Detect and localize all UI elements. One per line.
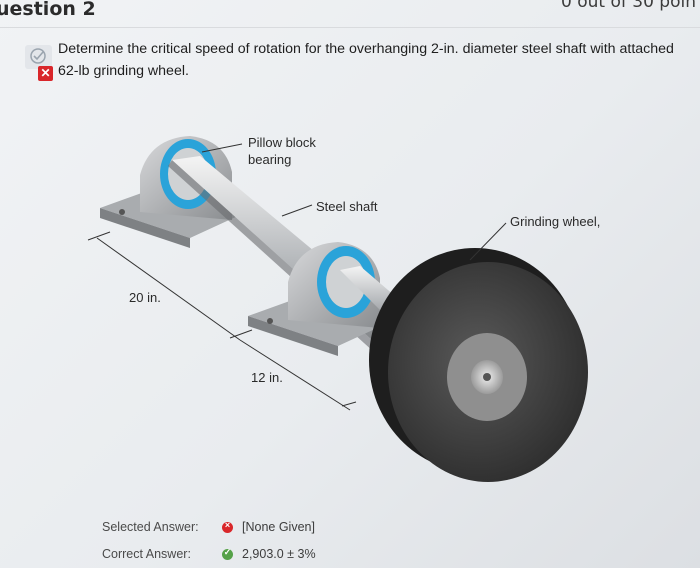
- cross-icon: ✕: [38, 66, 53, 81]
- grinding-wheel-label: Grinding wheel,: [510, 214, 600, 229]
- dimension-12-label: 12 in.: [251, 370, 283, 385]
- cross-circle-icon: ×: [222, 520, 233, 533]
- answer-section: Selected Answer: × [None Given] Correct …: [0, 512, 700, 568]
- grinding-wheel: [369, 248, 588, 482]
- grading-icon: [30, 48, 46, 64]
- correct-answer-value: 2,903.0 ± 3%: [242, 547, 316, 561]
- shaft-figure: Pillow block bearing Steel shaft Grindin…: [87, 135, 600, 482]
- selected-answer-value: [None Given]: [242, 520, 315, 534]
- bearing-label: bearing: [248, 152, 291, 167]
- steel-shaft-label: Steel shaft: [316, 199, 378, 214]
- correct-answer-label: Correct Answer:: [102, 547, 191, 561]
- label-leaders: [201, 143, 507, 261]
- question-text: Determine the critical speed of rotation…: [58, 41, 674, 79]
- pillow-block-label: Pillow block: [248, 135, 316, 150]
- dimension-20-label: 20 in.: [129, 290, 161, 305]
- dimension-lines: [87, 231, 357, 411]
- points-score: 0 out of 30 poin: [561, 0, 696, 12]
- question-header: uestion 2 0 out of 30 poin: [0, 0, 700, 28]
- selected-answer-label: Selected Answer:: [102, 520, 199, 534]
- question-title: uestion 2: [0, 0, 96, 20]
- check-circle-icon: ✓: [222, 547, 233, 560]
- question-status-icon: [25, 45, 52, 69]
